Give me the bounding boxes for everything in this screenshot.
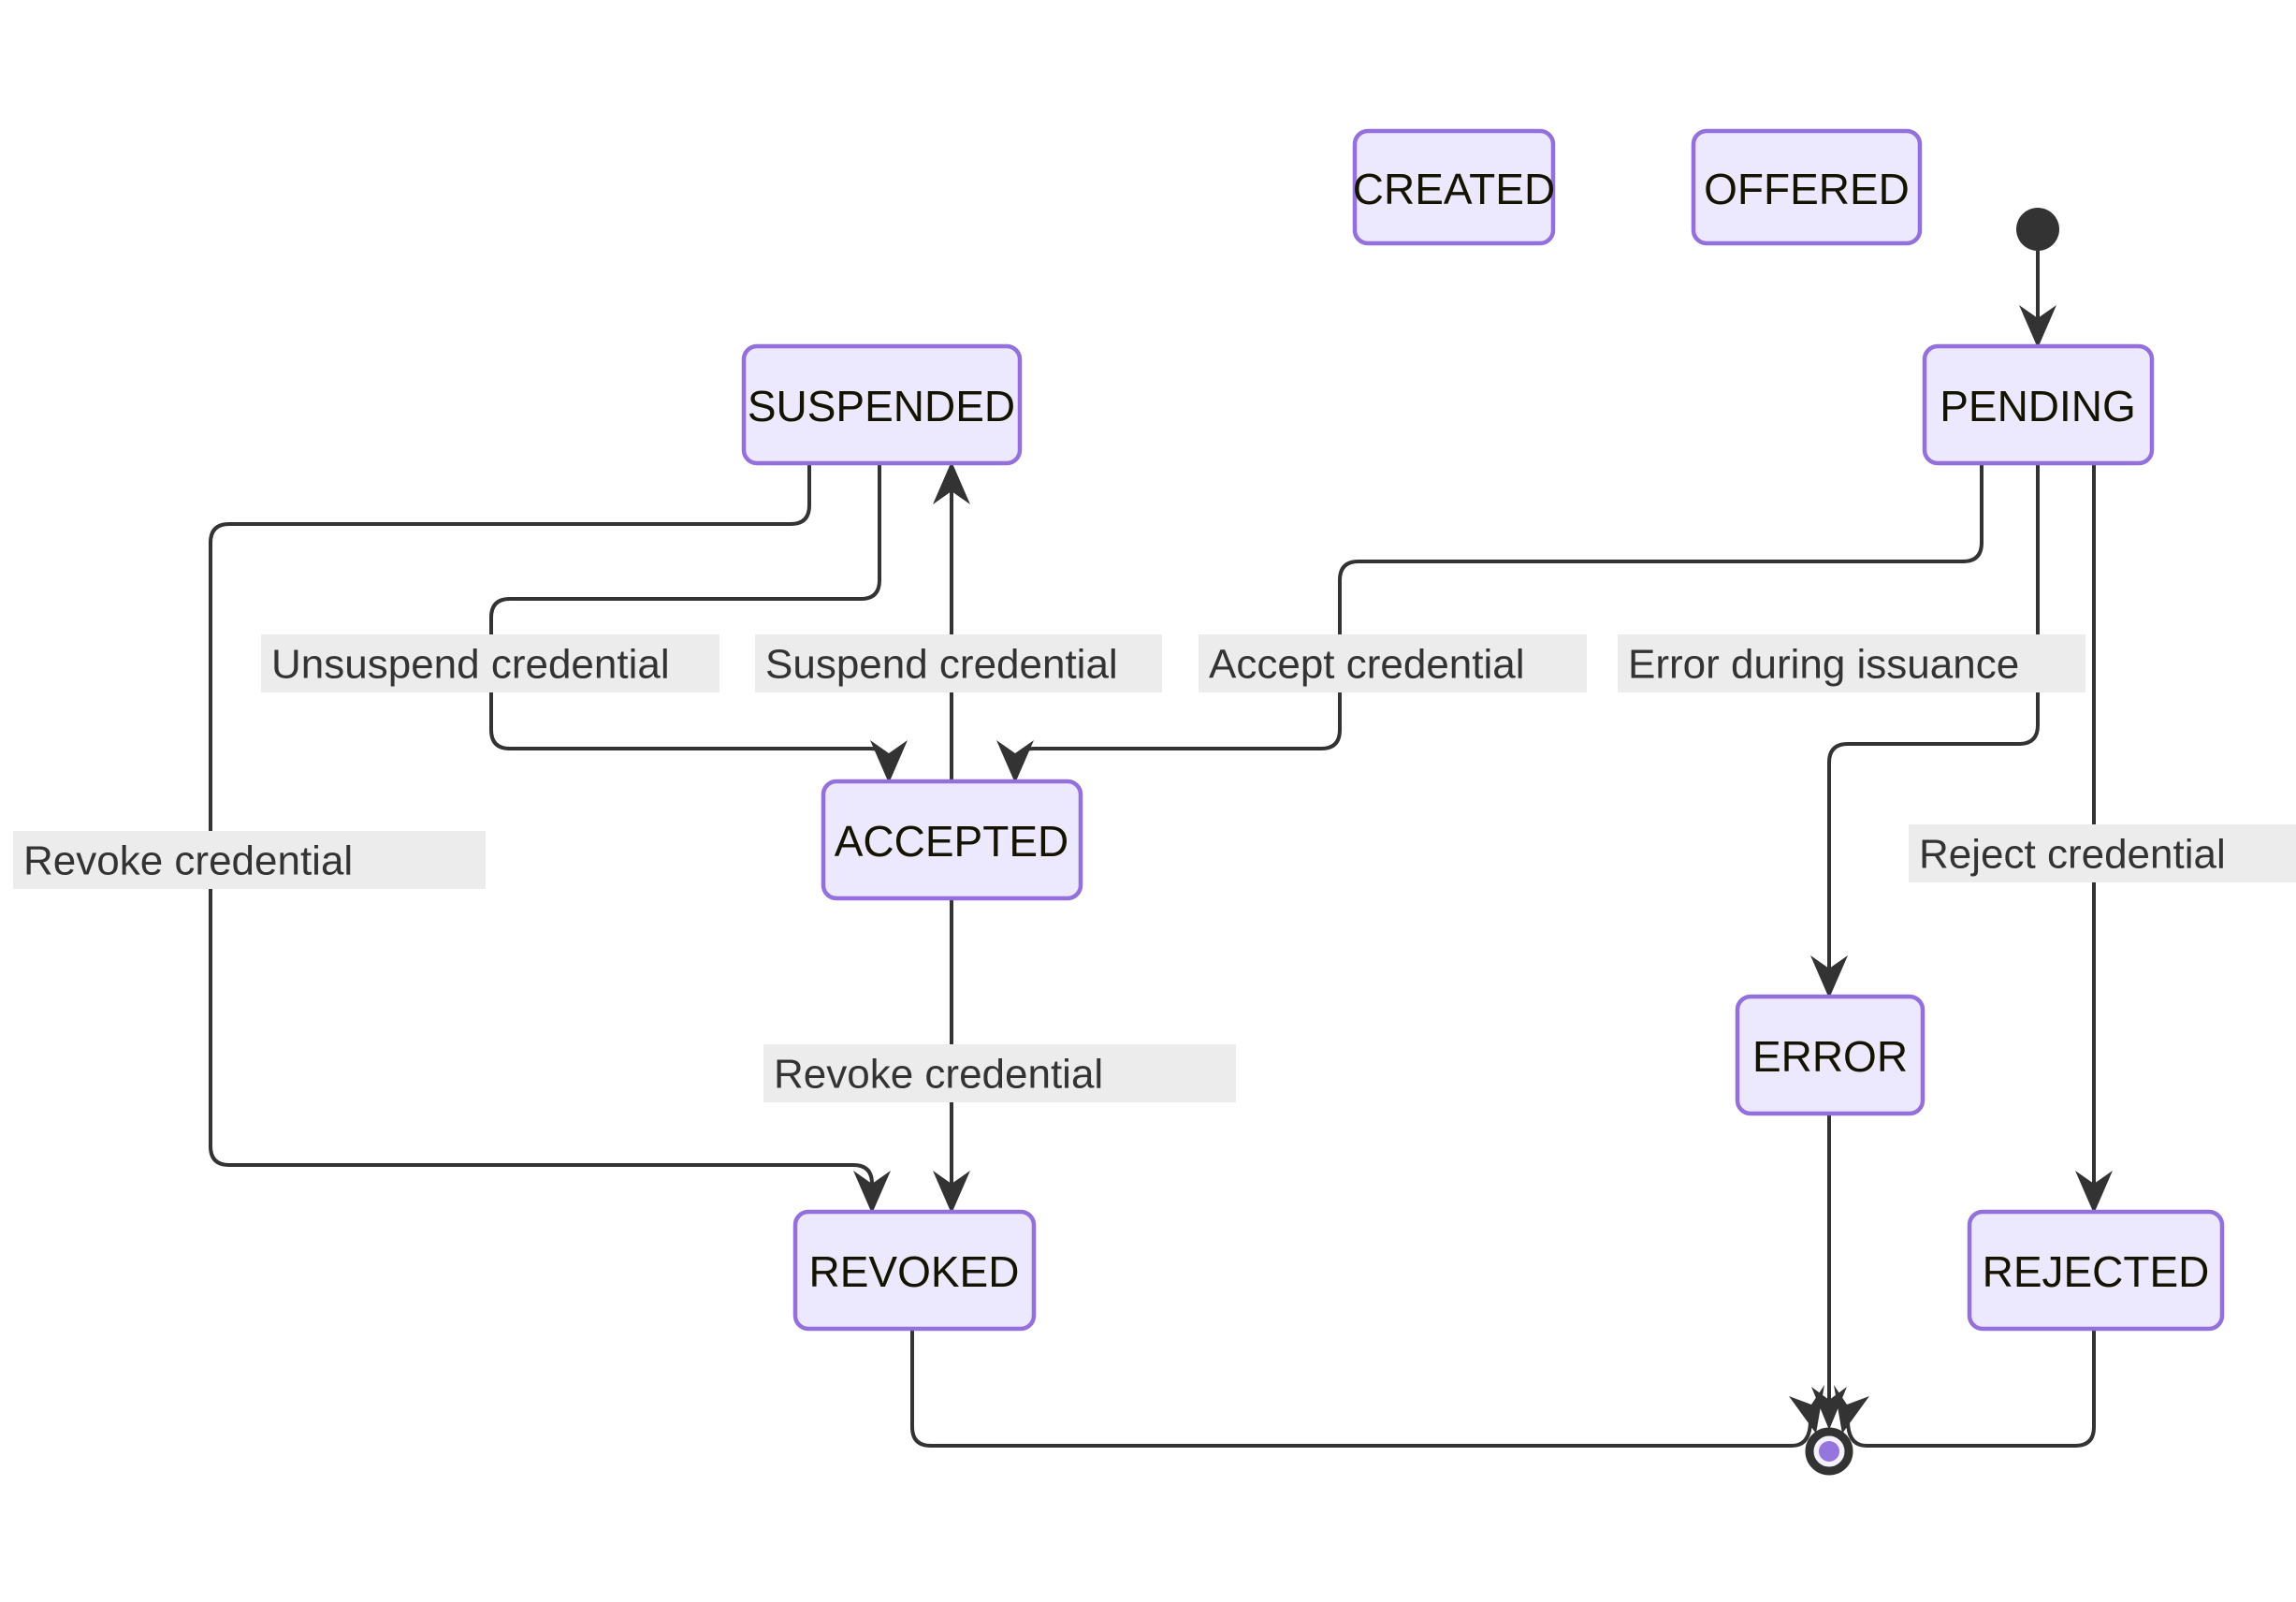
edge-label-text: Unsuspend credential bbox=[271, 642, 670, 688]
state-node-label: OFFERED bbox=[1704, 165, 1910, 213]
initial-state-marker-icon bbox=[2016, 208, 2059, 251]
state-node-offered[interactable]: OFFERED bbox=[1691, 128, 1923, 246]
edge-label-text: Suspend credential bbox=[765, 642, 1118, 688]
state-node-suspended[interactable]: SUSPENDED bbox=[741, 343, 1023, 466]
edge-label-suspended-accepted: Unsuspend credential bbox=[261, 634, 719, 692]
state-node-box[interactable] bbox=[1922, 343, 2155, 466]
arrowhead-icon bbox=[2019, 305, 2056, 348]
state-node-label: SUSPENDED bbox=[748, 382, 1015, 430]
state-node-label: REJECTED bbox=[1983, 1247, 2210, 1296]
edge-label-text: Reject credential bbox=[1919, 832, 2226, 878]
arrowhead-icon bbox=[1789, 1385, 1824, 1434]
state-node-created[interactable]: CREATED bbox=[1352, 128, 1556, 246]
edge-suspended-accepted bbox=[489, 463, 908, 783]
edge-error-end bbox=[1811, 1114, 1847, 1430]
edge-accepted-suspended bbox=[933, 461, 970, 781]
arrowhead-icon bbox=[870, 740, 908, 783]
state-node-rejected[interactable]: REJECTED bbox=[1967, 1209, 2225, 1332]
arrowhead-icon bbox=[933, 1171, 970, 1214]
edge-label-suspended-revoked: Revoke credential bbox=[13, 831, 486, 889]
edge-path bbox=[1846, 1329, 2096, 1448]
arrowhead-icon bbox=[2075, 1171, 2113, 1214]
edge-label-text: Accept credential bbox=[1209, 642, 1525, 688]
edge-path bbox=[1827, 463, 2040, 980]
state-node-box[interactable] bbox=[1691, 128, 1923, 246]
edge-label-background bbox=[1909, 824, 2296, 882]
arrowhead-icon bbox=[933, 461, 970, 504]
state-node-box[interactable] bbox=[741, 343, 1023, 466]
edge-label-pending-accepted: Accept credential bbox=[1199, 634, 1587, 692]
edge-pending-accepted bbox=[996, 463, 1984, 783]
edge-label-background bbox=[1199, 634, 1587, 692]
state-node-box[interactable] bbox=[1967, 1209, 2225, 1332]
edge-label-text: Revoke credential bbox=[774, 1052, 1103, 1098]
state-node-label: ERROR bbox=[1752, 1032, 1908, 1081]
final-state-marker-icon bbox=[1805, 1427, 1853, 1476]
edge-label-background bbox=[763, 1044, 1236, 1102]
edge-label-background bbox=[13, 831, 486, 889]
edge-path bbox=[489, 463, 891, 769]
edge-label-pending-rejected: Reject credential bbox=[1909, 824, 2296, 882]
state-node-error[interactable]: ERROR bbox=[1735, 994, 1925, 1116]
edge-label-accepted-suspended: Suspend credential bbox=[755, 634, 1162, 692]
edge-path bbox=[1013, 463, 1984, 769]
final-state-dot bbox=[1819, 1441, 1839, 1462]
final-state-ring bbox=[1805, 1427, 1853, 1476]
arrowhead-icon bbox=[1810, 955, 1848, 998]
edge-label-text: Revoke credential bbox=[23, 838, 353, 884]
edge-path bbox=[910, 1329, 1812, 1448]
state-node-revoked[interactable]: REVOKED bbox=[792, 1209, 1037, 1332]
edge-label-pending-error: Error during issuance bbox=[1618, 634, 2085, 692]
state-node-box[interactable] bbox=[1352, 128, 1556, 246]
edge-label-accepted-revoked: Revoke credential bbox=[763, 1044, 1236, 1102]
state-node-box[interactable] bbox=[792, 1209, 1037, 1332]
state-node-label: REVOKED bbox=[809, 1247, 1020, 1296]
edge-rejected-end bbox=[1834, 1329, 2096, 1448]
state-node-box[interactable] bbox=[1735, 994, 1925, 1116]
state-node-pending[interactable]: PENDING bbox=[1922, 343, 2155, 466]
state-node-label: ACCEPTED bbox=[835, 817, 1068, 866]
edge-pending-error bbox=[1810, 463, 2040, 998]
edge-start-pending bbox=[2019, 251, 2056, 348]
edge-label-text: Error during issuance bbox=[1628, 642, 2019, 688]
state-node-box[interactable] bbox=[821, 779, 1083, 901]
arrowhead-icon bbox=[1834, 1385, 1869, 1434]
arrowhead-icon bbox=[853, 1171, 891, 1214]
arrowhead-icon bbox=[996, 740, 1034, 783]
state-node-accepted[interactable]: ACCEPTED bbox=[821, 779, 1083, 901]
state-node-label: PENDING bbox=[1940, 382, 2136, 430]
edge-label-background bbox=[1618, 634, 2085, 692]
state-node-label: CREATED bbox=[1353, 165, 1555, 213]
edge-label-background bbox=[261, 634, 719, 692]
edge-revoked-end bbox=[910, 1329, 1824, 1448]
edge-label-background bbox=[755, 634, 1162, 692]
